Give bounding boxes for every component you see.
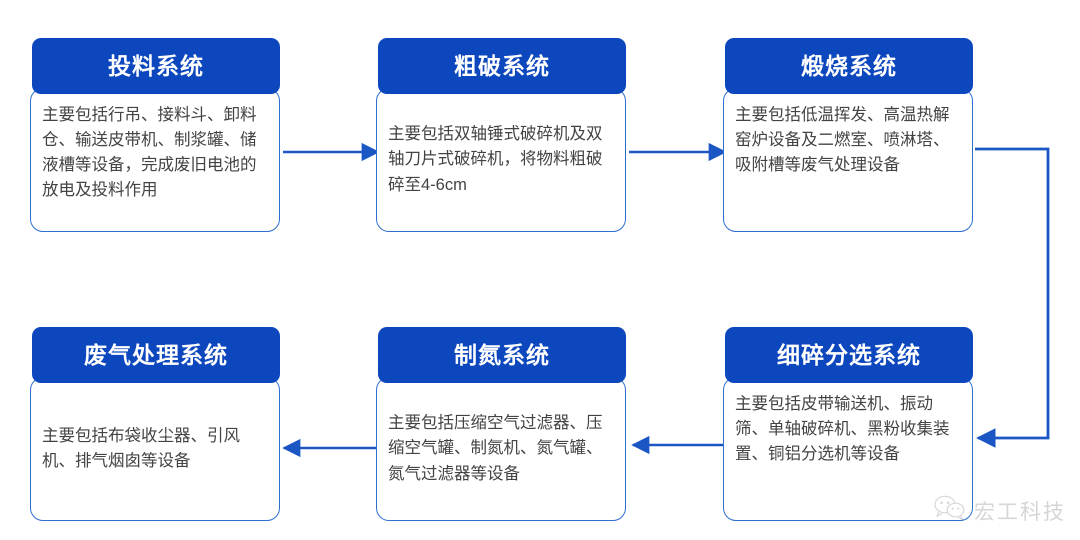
node-3-header[interactable]: 煅烧系统 — [725, 38, 973, 94]
node-5-body: 主要包括压缩空气过滤器、压缩空气罐、制氮机、氮气罐、氮气过滤器等设备 — [376, 377, 626, 521]
node-1-title: 投料系统 — [108, 52, 204, 79]
node-2-header[interactable]: 粗破系统 — [378, 38, 626, 94]
node-5-header[interactable]: 制氮系统 — [378, 327, 626, 383]
node-5: 主要包括压缩空气过滤器、压缩空气罐、制氮机、氮气罐、氮气过滤器等设备 制氮系统 — [376, 327, 628, 521]
node-3-body: 主要包括低温挥发、高温热解窑炉设备及二燃室、喷淋塔、吸附槽等废气处理设备 — [723, 88, 973, 232]
node-6: 主要包括皮带输送机、振动筛、单轴破碎机、黑粉收集装置、铜铝分选机等设备 细碎分选… — [723, 327, 975, 521]
node-3-description: 主要包括低温挥发、高温热解窑炉设备及二燃室、喷淋塔、吸附槽等废气处理设备 — [735, 106, 950, 175]
node-4-title: 废气处理系统 — [84, 341, 228, 368]
node-5-title: 制氮系统 — [454, 341, 550, 368]
arrow-node3-to-node6 — [975, 147, 1050, 448]
node-4-body: 主要包括布袋收尘器、引风机、排气烟囱等设备 — [30, 377, 280, 521]
node-3-title: 煅烧系统 — [801, 52, 897, 79]
node-투료-1: 主要包括行吊、接料斗、卸料仓、输送皮带机、制浆罐、储液槽等设备，完成废旧电池的放… — [30, 38, 282, 232]
node-1-header[interactable]: 投料系统 — [32, 38, 280, 94]
node-1-body: 主要包括行吊、接料斗、卸料仓、输送皮带机、制浆罐、储液槽等设备，完成废旧电池的放… — [30, 88, 280, 232]
node-4-description: 主要包括布袋收尘器、引风机、排气烟囱等设备 — [42, 426, 240, 470]
node-3: 主要包括低温挥发、高温热解窑炉设备及二燃室、喷淋塔、吸附槽等废气处理设备 煅烧系… — [723, 38, 975, 232]
node-6-header[interactable]: 细碎分选系统 — [725, 327, 973, 383]
watermark: 宏工科技 — [934, 495, 1066, 526]
node-4-header[interactable]: 废气处理系统 — [32, 327, 280, 383]
node-2: 主要包括双轴锤式破碎机及双轴刀片式破碎机，将物料粗破碎至4-6cm 粗破系统 — [376, 38, 628, 232]
node-4: 主要包括布袋收尘器、引风机、排气烟囱等设备 废气处理系统 — [30, 327, 282, 521]
node-1-description: 主要包括行吊、接料斗、卸料仓、输送皮带机、制浆罐、储液槽等设备，完成废旧电池的放… — [42, 106, 257, 200]
node-6-body: 主要包括皮带输送机、振动筛、单轴破碎机、黑粉收集装置、铜铝分选机等设备 — [723, 377, 973, 521]
node-6-title: 细碎分选系统 — [777, 341, 921, 368]
wechat-icon — [934, 495, 966, 526]
node-2-title: 粗破系统 — [454, 52, 550, 79]
node-2-body: 主要包括双轴锤式破碎机及双轴刀片式破碎机，将物料粗破碎至4-6cm — [376, 88, 626, 232]
node-5-description: 主要包括压缩空气过滤器、压缩空气罐、制氮机、氮气罐、氮气过滤器等设备 — [388, 414, 603, 483]
node-6-description: 主要包括皮带输送机、振动筛、单轴破碎机、黑粉收集装置、铜铝分选机等设备 — [735, 395, 950, 464]
node-2-description: 主要包括双轴锤式破碎机及双轴刀片式破碎机，将物料粗破碎至4-6cm — [388, 125, 603, 194]
watermark-text: 宏工科技 — [974, 500, 1066, 524]
